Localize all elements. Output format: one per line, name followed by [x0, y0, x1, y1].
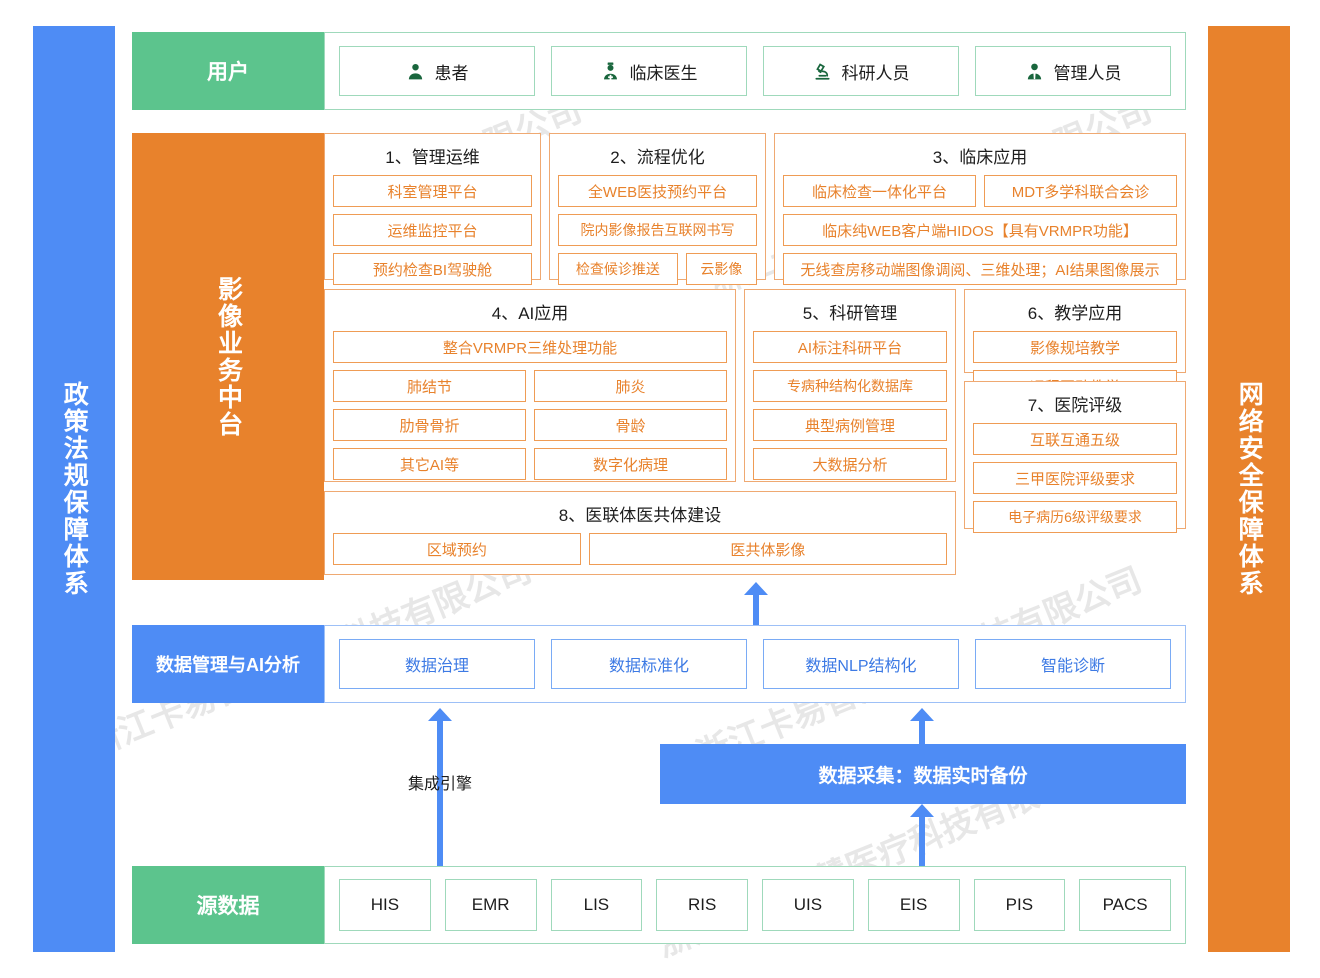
- group-item[interactable]: 无线查房移动端图像调阅、三维处理；AI结果图像展示: [783, 253, 1177, 285]
- patient-icon: [406, 62, 425, 81]
- source-card-list: HIS EMR LIS RIS UIS EIS PIS PACS: [324, 866, 1186, 944]
- group-item[interactable]: 云影像: [685, 253, 757, 285]
- group-management-ops: 1、管理运维 科室管理平台 运维监控平台 预约检查BI驾驶舱: [324, 133, 541, 285]
- group-item[interactable]: 影像规培教学: [973, 331, 1177, 363]
- group-item[interactable]: 整合VRMPR三维处理功能: [333, 331, 727, 363]
- group-title: 1、管理运维: [385, 148, 480, 167]
- group-item[interactable]: 大数据分析: [753, 448, 947, 480]
- group-item[interactable]: 区域预约: [333, 533, 581, 565]
- group-title: 4、AI应用: [491, 304, 569, 323]
- group-teaching-application: 6、教学应用 影像规培教学 远程互动教学: [964, 289, 1186, 402]
- source-card-pacs[interactable]: PACS: [1079, 879, 1171, 931]
- group-clinical-application: 3、临床应用 临床检查一体化平台 MDT多学科联合会诊 临床纯WEB客户端HID…: [774, 133, 1186, 285]
- group-item[interactable]: 全WEB医技预约平台: [558, 175, 757, 207]
- group-item[interactable]: 三甲医院评级要求: [973, 462, 1177, 494]
- user-row-label: 用户: [132, 32, 324, 110]
- group-item[interactable]: 医共体影像: [588, 533, 947, 565]
- group-item[interactable]: 互联互通五级: [973, 423, 1177, 455]
- group-research-management: 5、科研管理 AI标注科研平台 专病种结构化数据库 典型病例管理 大数据分析: [744, 289, 956, 482]
- data-card-standardization[interactable]: 数据标准化: [551, 639, 747, 689]
- arrow-data-to-platform: [744, 582, 768, 626]
- source-card-eis[interactable]: EIS: [867, 879, 960, 931]
- group-process-optimization: 2、流程优化 全WEB医技预约平台 院内影像报告互联网书写 检查候诊推送 云影像: [549, 133, 766, 285]
- group-medical-alliance-construction: 8、医联体医共体建设 区域预约 医共体影像: [324, 491, 956, 575]
- doctor-icon: [601, 61, 620, 81]
- arrow-source-to-collection: [910, 804, 934, 866]
- source-card-lis[interactable]: LIS: [550, 879, 643, 931]
- user-card-clinician[interactable]: 临床医生: [551, 46, 747, 96]
- group-item[interactable]: 检查候诊推送: [558, 253, 678, 285]
- data-card-list: 数据治理 数据标准化 数据NLP结构化 智能诊断: [324, 625, 1186, 703]
- source-data-row: 源数据 HIS EMR LIS RIS UIS EIS PIS PACS: [132, 866, 1186, 944]
- data-card-intelligent-diagnosis[interactable]: 智能诊断: [975, 639, 1171, 689]
- user-card-researcher[interactable]: 科研人员: [763, 46, 959, 96]
- imaging-business-middle-platform-row: 影像业务中台 1、管理运维 科室管理平台 运维监控平台 预约检查BI驾驶舱 2、…: [132, 133, 1186, 580]
- group-title: 6、教学应用: [1027, 304, 1123, 323]
- group-hospital-rating: 7、医院评级 互联互通五级 三甲医院评级要求 电子病历6级评级要求: [964, 381, 1186, 533]
- group-item[interactable]: 专病种结构化数据库: [753, 370, 947, 402]
- source-card-pis[interactable]: PIS: [973, 879, 1066, 931]
- user-row: 用户 患者: [132, 32, 1186, 110]
- group-item[interactable]: 数字化病理: [534, 448, 727, 480]
- manager-icon: [1025, 62, 1044, 81]
- group-title: 2、流程优化: [610, 148, 705, 167]
- group-item[interactable]: AI标注科研平台: [753, 331, 947, 363]
- group-item[interactable]: 电子病历6级评级要求: [973, 501, 1177, 533]
- group-title: 8、医联体医共体建设: [558, 506, 722, 525]
- data-card-nlp-structuring[interactable]: 数据NLP结构化: [763, 639, 959, 689]
- data-card-governance[interactable]: 数据治理: [339, 639, 535, 689]
- group-item[interactable]: 科室管理平台: [333, 175, 532, 207]
- group-item[interactable]: 院内影像报告互联网书写: [558, 214, 757, 246]
- group-item[interactable]: 预约检查BI驾驶舱: [333, 253, 532, 285]
- group-title: 5、科研管理: [802, 304, 898, 323]
- integration-engine-label: 集成引擎: [407, 776, 472, 793]
- group-item[interactable]: 临床检查一体化平台: [783, 175, 976, 207]
- user-card-administrator[interactable]: 管理人员: [975, 46, 1171, 96]
- group-item[interactable]: 肺炎: [534, 370, 727, 402]
- data-management-row: 数据管理与AI分析 数据治理 数据标准化 数据NLP结构化 智能诊断: [132, 625, 1186, 703]
- data-collection-bar: 数据采集：数据实时备份: [660, 744, 1186, 804]
- user-card-patient[interactable]: 患者: [339, 46, 535, 96]
- mid-group-area: 1、管理运维 科室管理平台 运维监控平台 预约检查BI驾驶舱 2、流程优化 全W…: [324, 133, 1186, 580]
- arrow-collection-to-data: [910, 708, 934, 745]
- group-item[interactable]: 典型病例管理: [753, 409, 947, 441]
- source-card-ris[interactable]: RIS: [656, 879, 748, 931]
- user-card-label: 患者: [434, 63, 469, 83]
- group-ai-application: 4、AI应用 整合VRMPR三维处理功能 肺结节 肺炎 肋骨骨折 骨龄 其它AI…: [324, 289, 736, 482]
- data-row-label: 数据管理与AI分析: [132, 625, 324, 703]
- group-item[interactable]: MDT多学科联合会诊: [984, 175, 1177, 207]
- source-row-label: 源数据: [132, 866, 324, 944]
- group-item[interactable]: 骨龄: [534, 409, 727, 441]
- policy-regulation-bar: 政策法规保障体系: [33, 26, 115, 952]
- user-card-label: 管理人员: [1053, 63, 1122, 83]
- group-item[interactable]: 肋骨骨折: [333, 409, 526, 441]
- arrow-integration-engine: [428, 708, 452, 866]
- source-card-uis[interactable]: UIS: [762, 879, 854, 931]
- microscope-icon: [813, 62, 832, 81]
- source-card-emr[interactable]: EMR: [444, 879, 537, 931]
- mid-row-label: 影像业务中台: [132, 133, 324, 580]
- group-item[interactable]: 运维监控平台: [333, 214, 532, 246]
- group-item[interactable]: 肺结节: [333, 370, 526, 402]
- group-title: 7、医院评级: [1027, 396, 1123, 415]
- group-title: 3、临床应用: [932, 148, 1028, 167]
- user-card-label: 临床医生: [629, 63, 698, 83]
- source-card-his[interactable]: HIS: [339, 879, 431, 931]
- user-card-list: 患者 临床医生: [324, 32, 1186, 110]
- group-item[interactable]: 临床纯WEB客户端HIDOS【具有VRMPR功能】: [783, 214, 1177, 246]
- group-item[interactable]: 其它AI等: [333, 448, 526, 480]
- network-security-bar: 网络安全保障体系: [1208, 26, 1290, 952]
- user-card-label: 科研人员: [841, 63, 910, 83]
